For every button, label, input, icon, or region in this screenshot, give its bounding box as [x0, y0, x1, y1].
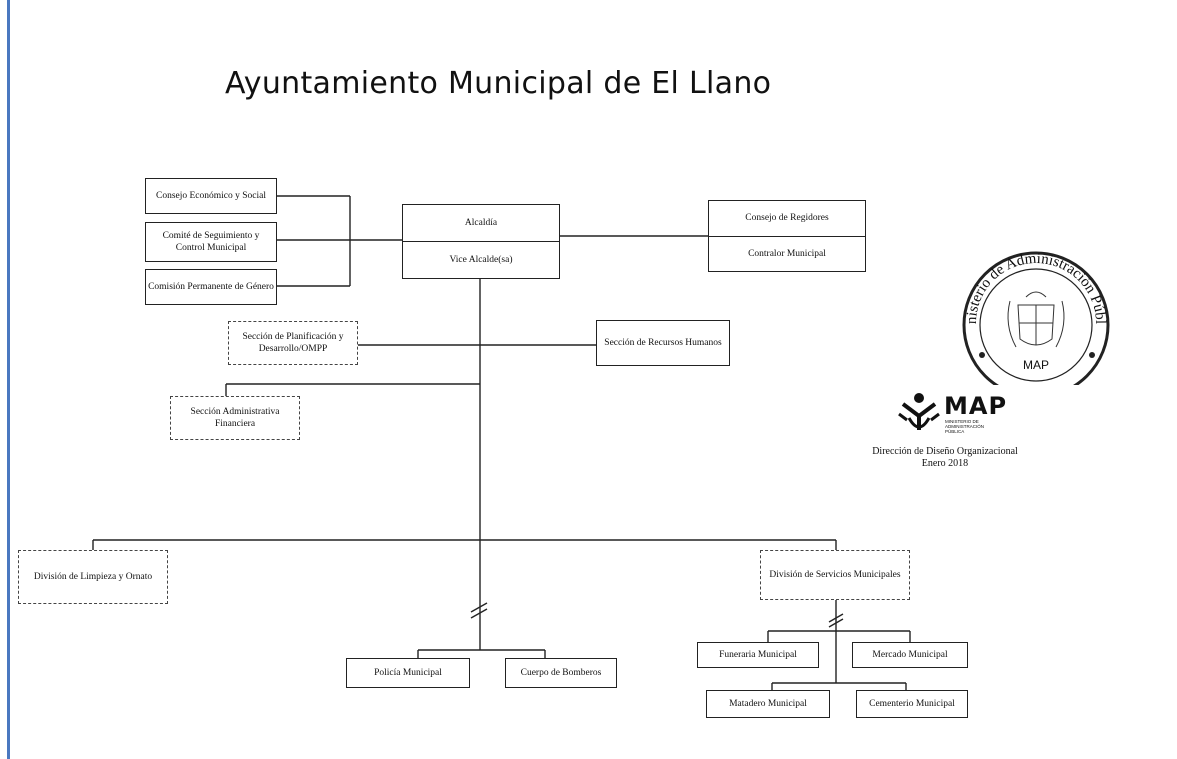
map-logo-text: MAP — [944, 392, 1008, 420]
box-comision-genero: Comisión Permanente de Género — [145, 269, 277, 305]
box-funeraria-municipal: Funeraria Municipal — [697, 642, 819, 668]
seal-ring-text: Ministerio de Administración Pública — [946, 235, 1108, 324]
caption-department: Dirección de Diseño Organizacional — [872, 446, 1018, 457]
box-seccion-rrhh: Sección de Recursos Humanos — [596, 320, 730, 366]
box-seccion-planificacion: Sección de Planificación y Desarrollo/OM… — [228, 321, 358, 365]
box-cuerpo-bomberos: Cuerpo de Bomberos — [505, 658, 617, 688]
box-consejo-regidores: Consejo de Regidores Contralor Municipal — [708, 200, 866, 272]
page-title: Ayuntamiento Municipal de El Llano — [225, 66, 772, 101]
alcaldia-label: Alcaldía — [464, 218, 498, 228]
vice-alcalde-label: Vice Alcalde(sa) — [403, 241, 559, 278]
left-margin-rule — [7, 0, 10, 759]
svg-text:Ministerio de Administración P: Ministerio de Administración Pública — [946, 235, 1108, 324]
box-division-servicios: División de Servicios Municipales — [760, 550, 910, 600]
map-logo-subtitle: MINISTERIO DE ADMINISTRACIÓN PÚBLICA — [945, 419, 985, 434]
ministry-seal-icon: Ministerio de Administración Pública MAP — [946, 235, 1110, 385]
box-consejo-economico: Consejo Económico y Social — [145, 178, 277, 214]
box-seccion-administrativa: Sección Administrativa Financiera — [170, 396, 300, 440]
map-logo-icon — [898, 393, 940, 430]
box-matadero-municipal: Matadero Municipal — [706, 690, 830, 718]
caption-date: Enero 2018 — [921, 458, 969, 469]
box-mercado-municipal: Mercado Municipal — [852, 642, 968, 668]
box-comite-seguimiento: Comité de Seguimiento y Control Municipa… — [145, 222, 277, 262]
box-alcaldia: Alcaldía Vice Alcalde(sa) — [402, 204, 560, 279]
box-division-limpieza: División de Limpieza y Ornato — [18, 550, 168, 604]
org-caption: Dirección de Diseño Organizacional Enero… — [840, 446, 1050, 470]
consejo-regidores-label: Consejo de Regidores — [745, 213, 829, 224]
box-cementerio-municipal: Cementerio Municipal — [856, 690, 968, 718]
contralor-label: Contralor Municipal — [709, 235, 865, 272]
seal-abbr: MAP — [1023, 358, 1049, 372]
box-policia-municipal: Policía Municipal — [346, 658, 470, 688]
